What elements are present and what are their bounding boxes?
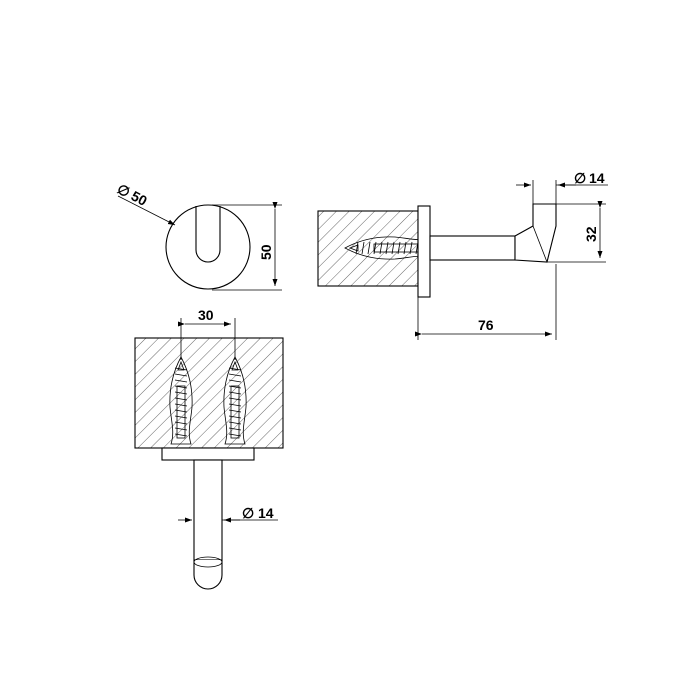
rosette-circle bbox=[165, 204, 251, 290]
bottom-spacing-value: 30 bbox=[198, 307, 214, 323]
side-diameter-value: 14 bbox=[589, 170, 605, 186]
front-view: ∅ 50 50 bbox=[115, 181, 282, 291]
side-rod bbox=[429, 235, 516, 261]
side-wall-hatch bbox=[317, 210, 419, 287]
bottom-wall-hatch bbox=[134, 337, 284, 449]
hook-front-profile bbox=[195, 206, 221, 263]
front-height-value: 50 bbox=[258, 244, 274, 260]
bottom-rod-end-cap bbox=[193, 556, 223, 568]
front-diameter-value: 50 bbox=[129, 188, 150, 210]
bottom-rod-end bbox=[193, 560, 223, 590]
bottom-rod bbox=[193, 459, 223, 561]
side-hook-tip-edge bbox=[532, 225, 548, 263]
bottom-view: 30 ∅ 14 bbox=[134, 307, 284, 590]
front-diameter-leader bbox=[117, 195, 176, 226]
side-rosette bbox=[417, 205, 431, 298]
side-depth-value: 76 bbox=[478, 317, 494, 333]
side-view: ∅ 14 32 76 bbox=[317, 170, 608, 340]
bottom-rosette bbox=[161, 447, 255, 461]
side-diameter-symbol: ∅ bbox=[574, 170, 586, 186]
bottom-diameter-value: 14 bbox=[258, 505, 274, 521]
bottom-diameter-symbol: ∅ bbox=[242, 505, 254, 521]
side-height-value: 32 bbox=[583, 226, 599, 242]
